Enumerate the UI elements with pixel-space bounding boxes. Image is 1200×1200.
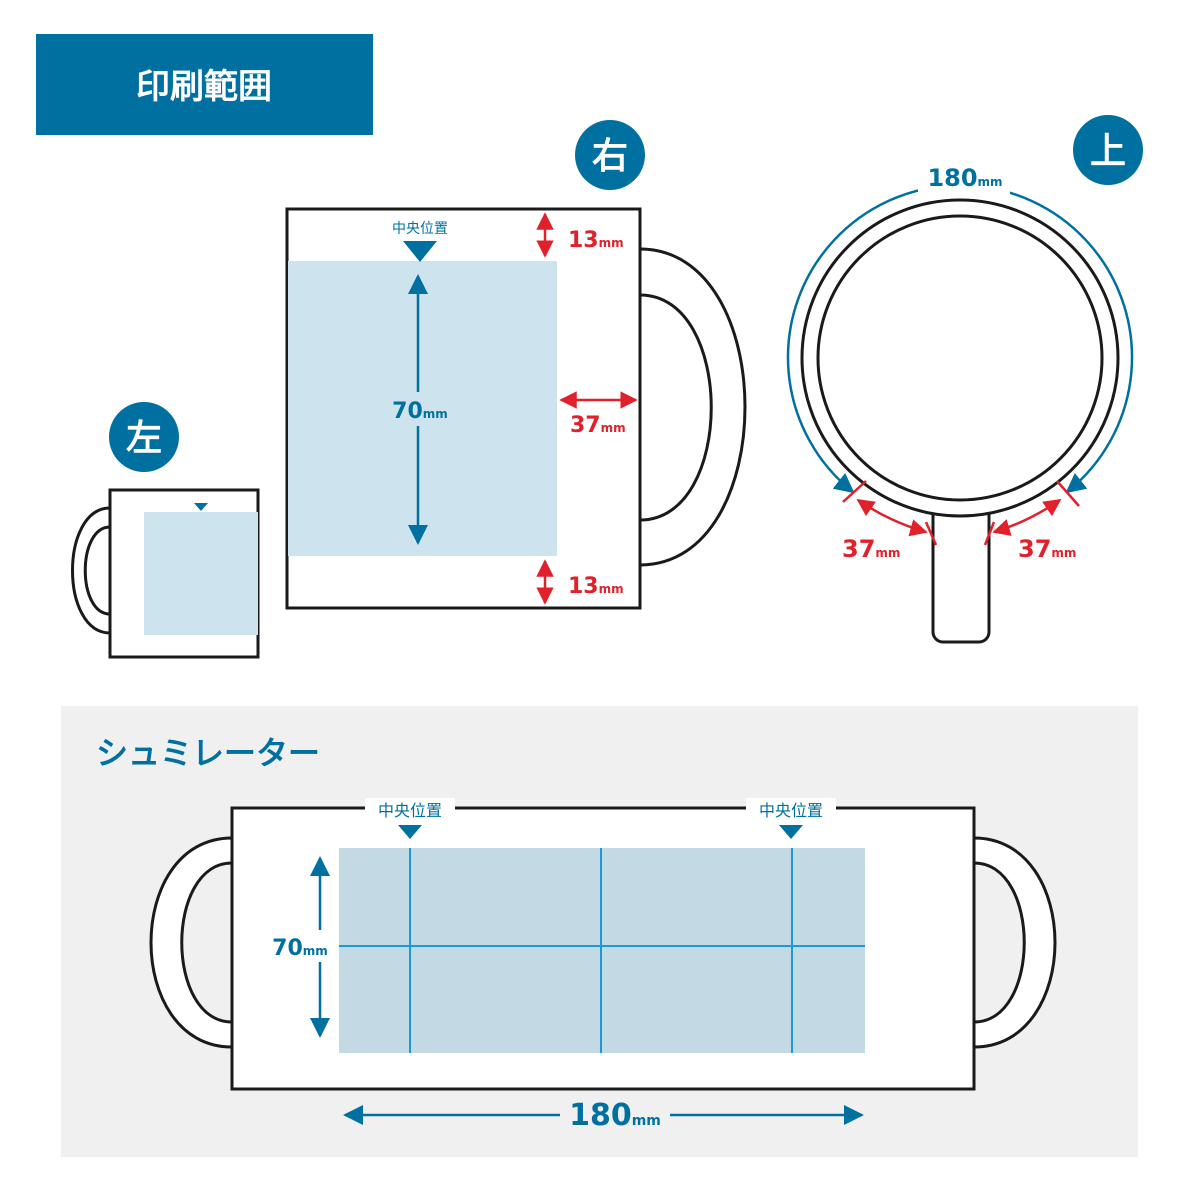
right-height-label-bg xyxy=(386,392,452,426)
left-print-area xyxy=(144,512,258,635)
left-view-badge-label: 左 xyxy=(126,418,162,459)
right-center-marker-icon xyxy=(403,241,437,262)
top-left-gap-arrow xyxy=(856,498,928,537)
sim-center-marker-right-icon xyxy=(779,825,803,839)
right-view-badge xyxy=(575,120,645,190)
sim-width-label: 180mm xyxy=(569,1098,661,1133)
sim-width-label-bg xyxy=(560,1095,670,1135)
sim-height-label-bg xyxy=(266,930,334,962)
simulator-panel: シュミレーター 中央位置 中央位置 70mm 180mm xyxy=(61,706,1138,1157)
top-mug-inner-rim xyxy=(816,214,1104,502)
top-mug-handle xyxy=(931,498,991,644)
top-left-tick xyxy=(842,480,867,503)
sim-center-label-right-bg xyxy=(746,798,836,820)
sim-center-marker-left-icon xyxy=(398,825,422,839)
left-mug-handle xyxy=(71,506,112,635)
left-view: 左 xyxy=(71,402,260,659)
sim-center-label-left-bg xyxy=(365,798,455,820)
top-circumference-label-bg xyxy=(918,160,1010,194)
right-height-label: 70mm xyxy=(392,399,448,424)
top-view: 上 180mm 37mm 37mm xyxy=(786,115,1143,644)
right-bottom-margin-label: 13mm xyxy=(568,574,624,599)
simulator-title: シュミレーター xyxy=(96,734,320,772)
header-banner xyxy=(36,34,373,135)
top-view-badge-label: 上 xyxy=(1090,131,1126,172)
right-view: 右 中央位置 70mm 13mm 13mm 37mm xyxy=(285,120,747,610)
sim-center-label-left: 中央位置 xyxy=(378,801,442,820)
right-center-label: 中央位置 xyxy=(392,221,448,237)
top-circumference-label: 180mm xyxy=(927,164,1002,192)
right-view-badge-label: 右 xyxy=(592,136,628,177)
right-mug-handle xyxy=(638,247,747,567)
right-top-margin-label: 13mm xyxy=(568,228,624,253)
right-handle-gap-label: 37mm xyxy=(570,413,626,438)
sim-height-label: 70mm xyxy=(272,936,328,961)
sim-center-label-right: 中央位置 xyxy=(759,801,823,820)
top-left-gap-label: 37mm xyxy=(842,535,900,563)
top-view-badge xyxy=(1073,115,1143,185)
top-right-gap-arrow xyxy=(992,498,1062,536)
left-center-marker-icon xyxy=(194,503,208,511)
header-title: 印刷範囲 xyxy=(136,67,272,107)
top-right-gap-label: 37mm xyxy=(1018,535,1076,563)
top-right-tick xyxy=(1056,480,1080,507)
left-view-badge xyxy=(109,402,179,472)
